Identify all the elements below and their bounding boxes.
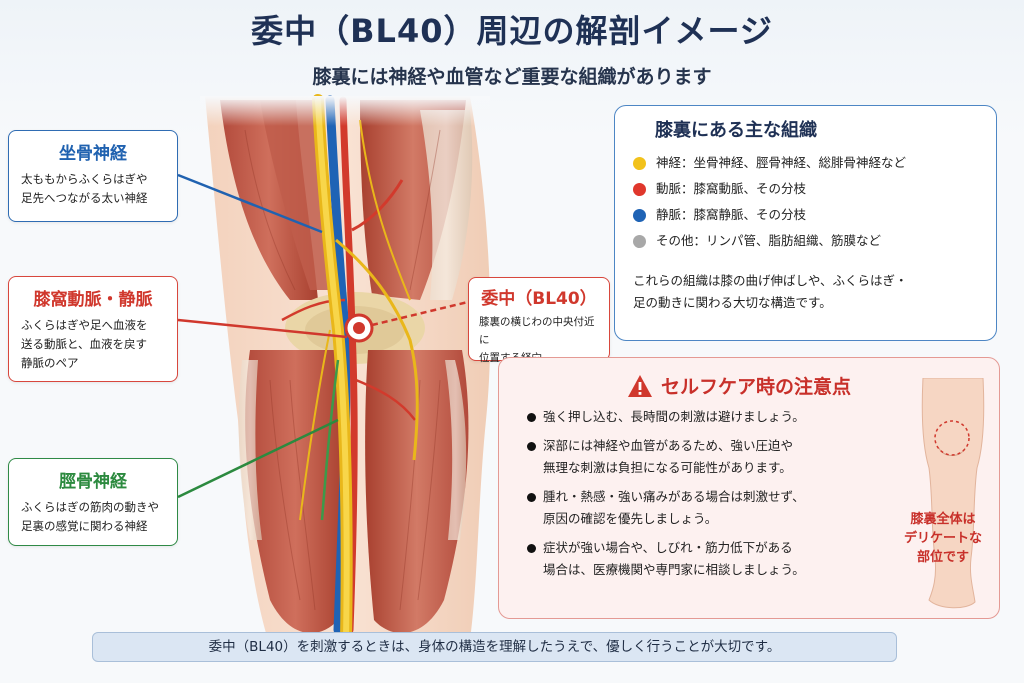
selfcare-item-text: 腫れ・熱感・強い痛みがある場合は刺激せず、 [543, 489, 805, 504]
side-note-line: デリケートな [903, 531, 982, 546]
footer-banner: 委中（BL40）を刺激するときは、身体の構造を理解したうえで、優しく行うことが大… [92, 632, 897, 662]
side-note-line: 部位です [916, 550, 969, 565]
callout-artery-line: 送る動脈と、血液を戻す [21, 337, 148, 351]
artery-connector-line [177, 318, 348, 339]
selfcare-item: 深部には神経や血管があるため、強い圧迫や無理な刺激は負担になる可能性があります。 [525, 435, 915, 479]
tissue-item-text: 神経：坐骨神経、脛骨神経、総腓骨神経など [656, 155, 907, 170]
selfcare-item-text: 場合は、医療機関や専門家に相談しましょう。 [543, 562, 805, 577]
tissues-note: これらの組織は膝の曲げ伸ばしや、ふくらはぎ・ 足の動きに関わる大切な構造です。 [633, 270, 978, 314]
tissues-note-line: これらの組織は膝の曲げ伸ばしや、ふくらはぎ・ [633, 273, 908, 288]
page-title: 委中（BL40）周辺の解剖イメージ [251, 12, 773, 50]
blue-dot-icon [633, 208, 646, 222]
callout-artery-line: 静脈のペア [21, 356, 79, 370]
tissue-item-artery: 動脈：膝窩動脈、その分枝 [633, 176, 978, 202]
tissues-note-line: 足の動きに関わる大切な構造です。 [633, 295, 832, 310]
selfcare-item: 腫れ・熱感・強い痛みがある場合は刺激せず、原因の確認を優先しましょう。 [525, 486, 915, 530]
callout-tibial-line: 足裏の感覚に関わる神経 [21, 519, 148, 533]
callout-popliteal-vessels: 膝窩動脈・静脈 ふくらはぎや足へ血液を 送る動脈と、血液を戻す 静脈のペア [8, 276, 178, 382]
callout-tibial-line: ふくらはぎの筋肉の動きや [21, 500, 159, 514]
selfcare-caution-panel: セルフケア時の注意点 強く押し込む、長時間の刺激は避けましょう。 深部には神経や… [498, 357, 1000, 619]
tissue-item-nerve: 神経：坐骨神経、脛骨神経、総腓骨神経など [633, 150, 978, 176]
callout-artery-line: ふくらはぎや足へ血液を [21, 318, 148, 332]
callout-sciatic-title: 坐骨神経 [59, 144, 127, 164]
selfcare-heading: セルフケア時の注意点 [661, 376, 852, 398]
tissue-item-other: その他：リンパ管、脂肪組織、筋膜など [633, 228, 978, 254]
tissue-item-vein: 静脈：膝窩静脈、その分枝 [633, 202, 978, 228]
callout-tibial-title: 脛骨神経 [59, 472, 127, 492]
selfcare-item-text: 深部には神経や血管があるため、強い圧迫や [543, 438, 794, 453]
selfcare-item-text: 症状が強い場合や、しびれ・筋力低下がある [543, 540, 793, 555]
tissue-item-text: 静脈：膝窩静脈、その分枝 [656, 207, 807, 222]
bl40-target-marker [344, 313, 374, 343]
red-dot-icon [633, 182, 646, 196]
callout-sciatic-line: 足先へつながる太い神経 [21, 191, 148, 205]
tissues-panel: 膝裏にある主な組織 神経：坐骨神経、脛骨神経、総腓骨神経など 動脈：膝窩動脈、そ… [614, 105, 997, 341]
tissue-item-text: その他：リンパ管、脂肪組織、筋膜など [656, 233, 882, 248]
tibial-connector-line [177, 418, 339, 499]
callout-bl40-point: 委中（BL40） 膝裏の横じわの中央付近に 位置する経穴 [468, 277, 610, 364]
callout-artery-title: 膝窩動脈・静脈 [33, 290, 153, 310]
selfcare-header: セルフケア時の注意点 [627, 372, 851, 399]
selfcare-item-text: 無理な刺激は負担になる可能性があります。 [543, 460, 792, 475]
side-note-line: 膝裏全体は [910, 512, 976, 527]
selfcare-side-note: 膝裏全体は デリケートな 部位です [893, 510, 993, 567]
selfcare-item-text: 原因の確認を優先しましょう。 [543, 511, 718, 526]
selfcare-item: 症状が強い場合や、しびれ・筋力低下がある場合は、医療機関や専門家に相談しましょう… [525, 537, 915, 581]
tissue-item-text: 動脈：膝窩動脈、その分枝 [656, 181, 807, 196]
back-of-leg-illustration [921, 378, 985, 609]
callout-sciatic-nerve: 坐骨神経 太ももからふくらはぎや 足先へつながる太い神経 [8, 130, 178, 222]
sciatic-connector-line [177, 173, 323, 234]
selfcare-list: 強く押し込む、長時間の刺激は避けましょう。 深部には神経や血管があるため、強い圧… [525, 406, 915, 588]
yellow-dot-icon [633, 156, 646, 170]
selfcare-item-text: 強く押し込む、長時間の刺激は避けましょう。 [543, 409, 805, 424]
page-subtitle: 膝裏には神経や血管など重要な組織があります [312, 66, 712, 88]
tissues-list: 神経：坐骨神経、脛骨神経、総腓骨神経など 動脈：膝窩動脈、その分枝 静脈：膝窩静… [633, 150, 978, 254]
dashed-target-circle [934, 420, 970, 456]
callout-bl40-title: 委中（BL40） [481, 289, 597, 309]
warning-icon [628, 374, 652, 397]
gray-dot-icon [633, 234, 646, 248]
selfcare-item: 強く押し込む、長時間の刺激は避けましょう。 [525, 406, 915, 428]
bl40-connector-line [371, 300, 469, 327]
callout-bl40-line: 膝裏の横じわの中央付近に [479, 316, 595, 346]
callout-tibial-nerve: 脛骨神経 ふくらはぎの筋肉の動きや 足裏の感覚に関わる神経 [8, 458, 178, 546]
callout-sciatic-line: 太ももからふくらはぎや [21, 172, 148, 186]
tissues-heading: 膝裏にある主な組織 [655, 120, 817, 141]
